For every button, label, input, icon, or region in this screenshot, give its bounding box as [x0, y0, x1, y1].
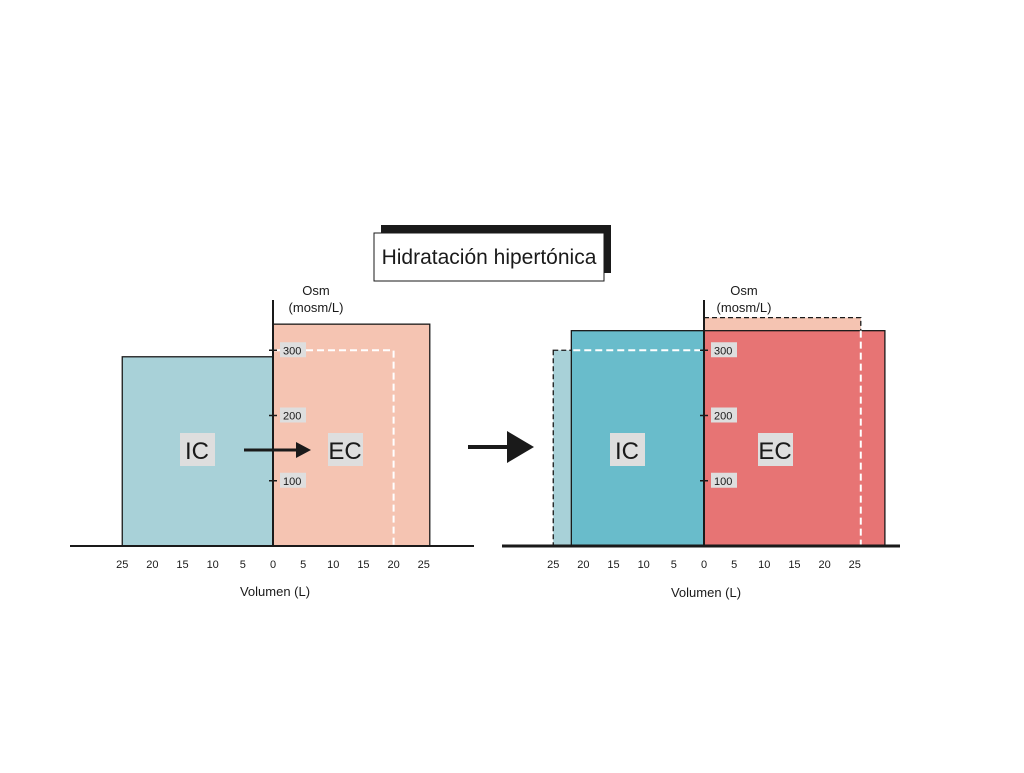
after-x-tick-label: 0 [701, 559, 707, 571]
ec-before-label: EC [328, 438, 361, 465]
after-x-tick-label: 15 [788, 559, 800, 571]
after-x-tick-label: 15 [607, 559, 619, 571]
panel-after-labels: IC EC Osm (mosm/L) Volumen (L) [610, 283, 793, 600]
before-x-tick-label: 10 [207, 559, 219, 571]
after-x-tick-label: 25 [849, 559, 861, 571]
ic-after-label-bg [610, 433, 645, 466]
ec-before-label-bg [328, 433, 363, 466]
panel-after: 100 200 300 25 20 15 10 5 0 5 10 15 20 25 IC EC Osm … [502, 283, 900, 600]
after-x-tick-label: 10 [638, 559, 650, 571]
before-y-tick-label: 200 [283, 411, 301, 423]
before-x-tick-label: 20 [146, 559, 158, 571]
after-x-tick-label: 5 [731, 559, 737, 571]
ic-before-label: IC [185, 438, 209, 465]
after-x-tick-label: 20 [818, 559, 830, 571]
after-y-tick-label: 100 [714, 476, 732, 488]
before-y-tick-label-bg [280, 342, 306, 358]
after-y-tick-label-bg [711, 407, 737, 423]
flow-arrow-icon [244, 442, 311, 458]
after-x-tick-label: 5 [671, 559, 677, 571]
before-y-tick-label-bg [280, 407, 306, 423]
transition-arrow-icon [468, 431, 534, 463]
flow-arrow-head [296, 442, 311, 458]
panel-after-x-ticks: 25 20 15 10 5 0 5 10 15 20 25 [547, 559, 861, 571]
before-x-tick-label: 15 [357, 559, 369, 571]
before-x-tick-label: 25 [418, 559, 430, 571]
after-y-tick-label: 300 [714, 345, 732, 357]
title-box: Hidratación hipertónica [373, 225, 611, 282]
ec-after-box [703, 330, 886, 547]
y-axis-title-before-line2: (mosm/L) [289, 300, 344, 315]
after-y-tick-label: 200 [714, 411, 732, 423]
y-axis-title-after-line1: Osm [730, 283, 757, 298]
after-x-tick-label: 10 [758, 559, 770, 571]
after-x-tick-label: 20 [577, 559, 589, 571]
panel-before-shapes [70, 300, 474, 547]
before-x-tick-label: 5 [240, 559, 246, 571]
ec-after-label-bg [758, 433, 793, 466]
x-axis-title-before: Volumen (L) [240, 584, 310, 599]
panel-after-shapes [502, 300, 900, 548]
ic-before-label-bg [180, 433, 215, 466]
before-y-tick-label: 300 [283, 345, 301, 357]
y-axis-title-before-line1: Osm [302, 283, 329, 298]
before-x-tick-label: 20 [387, 559, 399, 571]
panel-after-y-ticks: 100 200 300 [700, 342, 737, 488]
ic-after-label: IC [615, 438, 639, 465]
before-y-tick-label: 100 [283, 476, 301, 488]
panel-before-y-ticks: 100 200 300 [269, 342, 306, 488]
after-y-tick-label-bg [711, 342, 737, 358]
before-x-tick-label: 25 [116, 559, 128, 571]
after-y-tick-label-bg [711, 472, 737, 488]
y-axis-title-after-line2: (mosm/L) [717, 300, 772, 315]
before-x-tick-label: 10 [327, 559, 339, 571]
before-y-tick-label-bg [280, 472, 306, 488]
after-x-tick-label: 25 [547, 559, 559, 571]
panel-before-x-ticks: 25 20 15 10 5 0 5 10 15 20 25 [116, 559, 430, 571]
before-x-tick-label: 5 [300, 559, 306, 571]
transition-arrow-head [507, 431, 534, 463]
ec-after-label: EC [758, 438, 791, 465]
panel-before-labels: IC EC Osm (mosm/L) Volumen (L) [180, 283, 363, 599]
title-frame [373, 232, 605, 282]
before-x-tick-label: 15 [176, 559, 188, 571]
x-axis-title-after: Volumen (L) [671, 585, 741, 600]
title-text: Hidratación hipertónica [382, 246, 597, 269]
before-x-tick-label: 0 [270, 559, 276, 571]
panel-before: 100 200 300 25 20 15 10 5 0 5 10 15 20 25 IC EC Osm … [70, 283, 474, 599]
